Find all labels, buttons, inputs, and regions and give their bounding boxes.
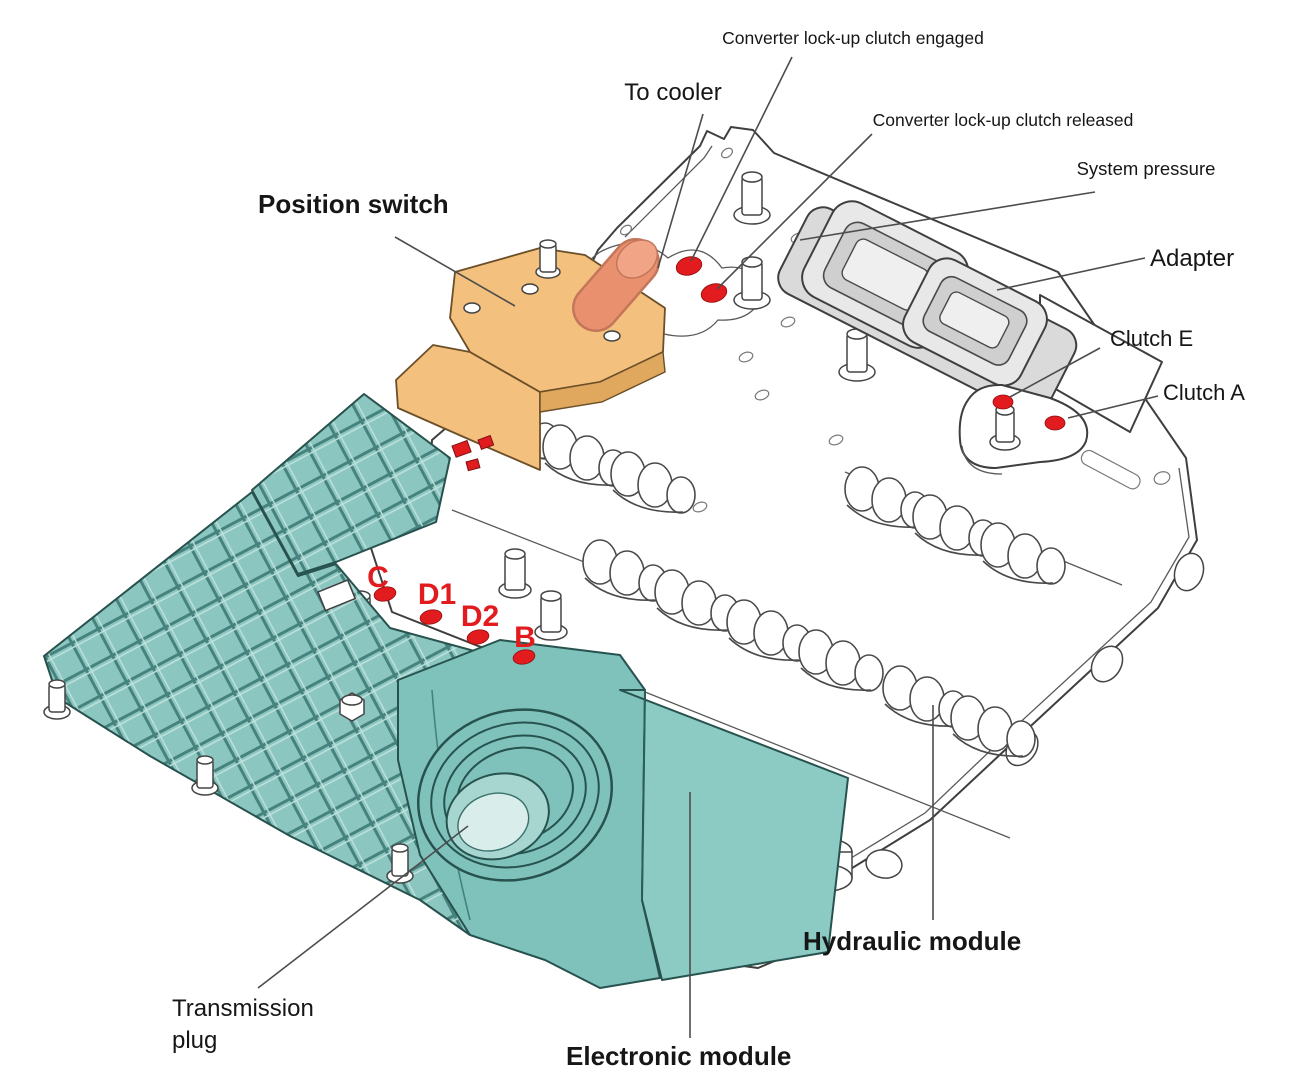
switch-stud [535, 239, 561, 279]
electronic-module-part [397, 639, 849, 989]
frame-pin [191, 755, 219, 796]
leader-position-switch [394, 236, 516, 307]
selector-shaft [572, 238, 660, 332]
label-system-pressure: System pressure [1077, 158, 1216, 179]
frame-window [317, 579, 357, 612]
label-position-switch: Position switch [258, 189, 449, 219]
marker-b-port [512, 649, 536, 665]
clutch-test-pad [958, 383, 1089, 475]
mounting-tab-line [624, 145, 713, 238]
label-adapter: Adapter [1150, 245, 1234, 272]
marker-clutch-a-port [1044, 415, 1066, 431]
mounting-foot [1090, 645, 1124, 683]
mounting-foot [865, 849, 903, 879]
port-letter-d1: D1 [418, 578, 456, 611]
marker-clutch-e-port [992, 394, 1014, 410]
label-hydraulic-module: Hydraulic module [803, 926, 1021, 956]
plate-side-face-line [832, 467, 1190, 870]
label-transmission-plug-line1: Transmission [172, 995, 314, 1022]
module-edge [641, 689, 646, 901]
position-switch-part [395, 238, 666, 472]
leader-clutch-e [1009, 347, 1101, 398]
labels: Converter lock-up clutch engaged To cool… [172, 28, 1245, 1071]
leader-adapter [996, 257, 1146, 291]
stud-pin [733, 171, 771, 225]
leader-system-pressure [799, 191, 1096, 241]
marker-converter-engaged-port [675, 256, 703, 276]
label-electronic-module: Electronic module [566, 1041, 791, 1071]
hex-bolt [339, 692, 365, 722]
carrier-frame-wing [251, 393, 451, 575]
corner-slot [1080, 449, 1141, 490]
marker-converter-released-port [700, 283, 728, 303]
corner-hole [1153, 471, 1171, 485]
port-letter-d2: D2 [461, 600, 499, 633]
switch-side-face [539, 350, 666, 413]
leader-transmission-plug [257, 825, 469, 989]
stud-pin [498, 548, 532, 599]
tab-hole [720, 147, 734, 159]
stud-pin [534, 590, 568, 641]
mounting-foot [1173, 552, 1205, 592]
switch-contact [477, 434, 495, 451]
label-clutch-a: Clutch A [1163, 380, 1245, 405]
leader-converter-engaged [690, 56, 793, 262]
solenoid-valve-rows [451, 397, 1123, 839]
stud-pin [838, 328, 876, 382]
label-converter-released: Converter lock-up clutch released [873, 110, 1134, 130]
adapter-connector [777, 200, 1163, 433]
switch-screw [603, 330, 621, 342]
label-transmission-plug-line2: plug [172, 1027, 217, 1054]
adapter-socket-small [902, 257, 1048, 387]
switch-contact [465, 458, 481, 472]
port-letter-c: C [367, 561, 389, 594]
marker-d2-port [466, 629, 490, 645]
label-clutch-e: Clutch E [1110, 326, 1193, 351]
clutch-pad-pin [989, 404, 1021, 451]
pressure-port-markers [373, 256, 1066, 665]
leader-to-cooler [657, 113, 704, 269]
switch-screw [463, 302, 481, 314]
marker-d1-port [419, 609, 443, 625]
port-letters: C D1 D2 B [367, 561, 536, 654]
label-converter-engaged: Converter lock-up clutch engaged [722, 28, 984, 48]
tab-hole [619, 224, 633, 236]
switch-contact [451, 439, 472, 458]
leader-clutch-a [1067, 395, 1159, 419]
frame-pin [43, 679, 71, 720]
marker-c-port [373, 586, 397, 602]
port-letter-b: B [514, 621, 536, 654]
leader-converter-released [716, 133, 873, 290]
leader-lines [257, 56, 1159, 1038]
switch-screw [521, 283, 539, 295]
transmission-plug-rings [416, 708, 614, 882]
label-to-cooler: To cooler [624, 79, 721, 106]
